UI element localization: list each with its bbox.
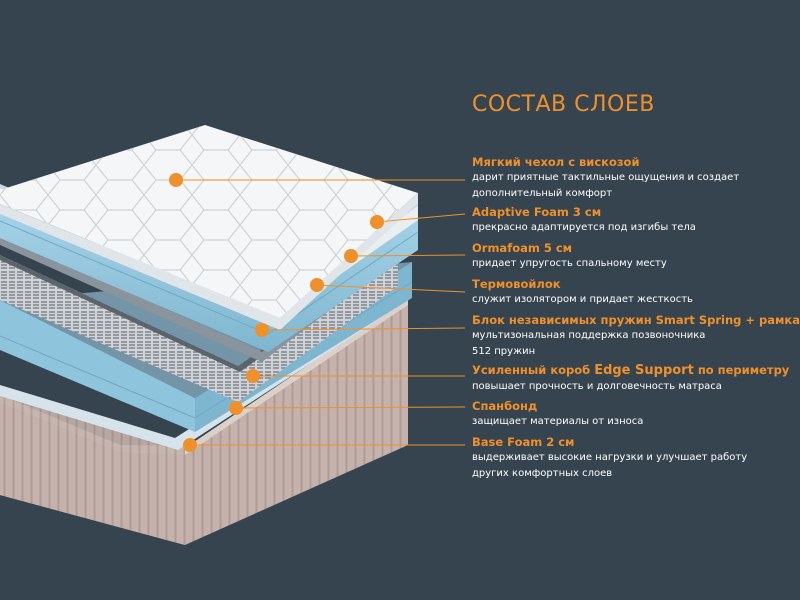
layer-desc: служит изолятором и придает жесткость <box>472 294 693 305</box>
layer-desc: защищает материалы от износа <box>472 416 644 427</box>
marker-adaptive-foam <box>370 215 384 229</box>
layer-name: Блок независимых пружин Smart Spring + р… <box>472 313 800 327</box>
layer-spring-block: Блок независимых пружин Smart Spring + р… <box>472 312 800 360</box>
marker-base-foam <box>183 438 197 452</box>
layer-edge-support: Усиленный короб Edge Support по периметр… <box>472 362 789 395</box>
layer-desc: 512 пружин <box>472 346 536 357</box>
layer-name: Термовойлок <box>472 277 561 291</box>
layer-spunbond: Спанбонд защищает материалы от износа <box>472 398 643 430</box>
layer-name: Base Foam 2 см <box>472 435 575 449</box>
layer-name: Adaptive Foam 3 см <box>472 205 602 219</box>
layer-name: Ormafoam 5 см <box>472 241 573 255</box>
layer-desc: дополнительный комфорт <box>472 188 613 199</box>
layer-name: Спанбонд <box>472 399 538 413</box>
layer-markers <box>169 173 384 452</box>
layer-name: Усиленный короб Edge Support по периметр… <box>472 362 789 379</box>
layer-desc: придает упругость спальному месту <box>472 258 667 269</box>
marker-cover <box>169 173 183 187</box>
layer-base-foam: Base Foam 2 см выдерживает высокие нагру… <box>472 434 747 482</box>
layer-desc: выдерживает высокие нагрузки и улучшает … <box>472 452 748 463</box>
marker-ormafoam <box>344 249 358 263</box>
layer-ormafoam: Ormafoam 5 см придает упругость спальном… <box>472 240 667 272</box>
layer-name-part: по периметру <box>693 363 790 377</box>
layer-cover: Мягкий чехол с вискозой дарит приятные т… <box>472 154 739 202</box>
marker-spring-block <box>255 323 269 337</box>
layer-name: Мягкий чехол с вискозой <box>472 155 640 169</box>
layer-desc: дарит приятные тактильные ощущения и соз… <box>472 172 740 183</box>
layer-adaptive-foam: Adaptive Foam 3 см прекрасно адаптируетс… <box>472 204 696 236</box>
base-box <box>0 290 408 545</box>
marker-spunbond <box>229 401 243 415</box>
page-title: СОСТАВ СЛОЕВ <box>472 92 655 117</box>
layer-desc: повышает прочность и долговечность матра… <box>472 381 722 392</box>
leader-lines <box>176 179 466 446</box>
layer-name-part: Усиленный короб <box>472 363 595 377</box>
layer-desc: прекрасно адаптируется под изгибы тела <box>472 222 696 233</box>
layer-name-highlight: Edge Support <box>594 363 694 378</box>
layer-felt: Термовойлок служит изолятором и придает … <box>472 276 693 308</box>
layer-desc: других комфортных слоев <box>472 468 613 479</box>
marker-edge-support <box>246 369 260 383</box>
marker-felt <box>310 278 324 292</box>
quilted-cover <box>0 125 418 330</box>
layer-desc: мультизональная поддержка позвоночника <box>472 330 706 341</box>
